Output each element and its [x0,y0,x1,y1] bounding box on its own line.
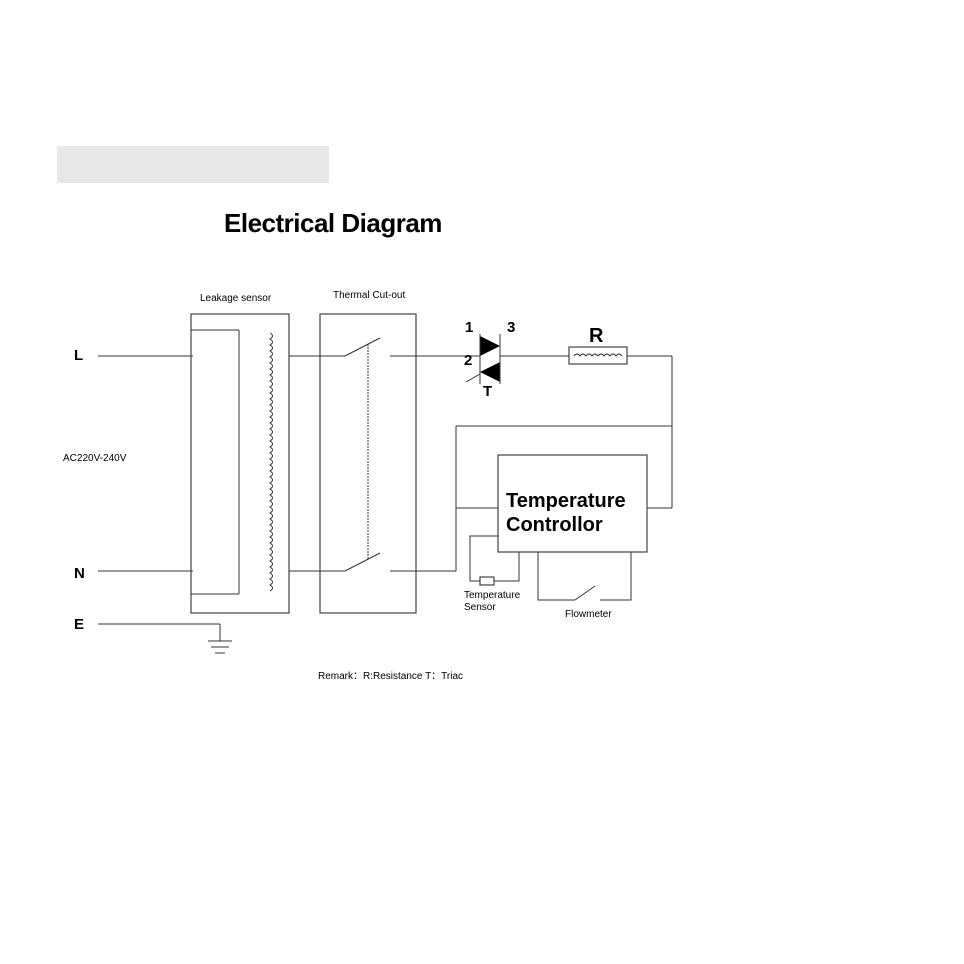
thermal-cutout-box [320,314,416,613]
line-terminal-label: L [74,347,83,364]
temp-sensor-wire-right [494,552,519,581]
triac-pin1-label: 1 [465,319,473,336]
flowmeter-wire-left [538,552,575,600]
leakage-sensor-box [191,314,289,613]
leakage-sensor-label: Leakage sensor [200,293,272,304]
thermal-cutout-label: Thermal Cut-out [333,290,405,301]
triac-symbol [466,334,540,384]
temp-sensor-wire-left [470,536,498,581]
temperature-sensor-element [480,577,494,585]
ground-symbol [208,641,232,653]
flowmeter-switch [575,586,595,600]
flowmeter-wire-right [600,552,631,600]
thermal-cutout-switch-l [345,338,380,356]
earth-terminal-label: E [74,616,84,633]
flowmeter-label: Flowmeter [565,609,612,620]
temperature-sensor-label-1: Temperature [464,590,521,601]
resistance-label: R [589,325,604,347]
triac-pin3-label: 3 [507,319,515,336]
leakage-sensor-coil [270,333,273,591]
triac-pin2-label: 2 [464,352,472,369]
thermal-cutout-switch-n [345,553,380,571]
temperature-sensor-label-2: Sensor [464,602,496,613]
resistance-coil [574,354,622,356]
supply-voltage-label: AC220V-240V [63,453,127,464]
temperature-controller-label-2: Controllor [506,514,603,536]
temperature-controller-label-1: Temperature [506,490,626,512]
remark-label: Remark：R:Resistance T：Triac [318,671,463,682]
triac-gate-label: T [483,383,492,400]
neutral-terminal-label: N [74,565,85,582]
